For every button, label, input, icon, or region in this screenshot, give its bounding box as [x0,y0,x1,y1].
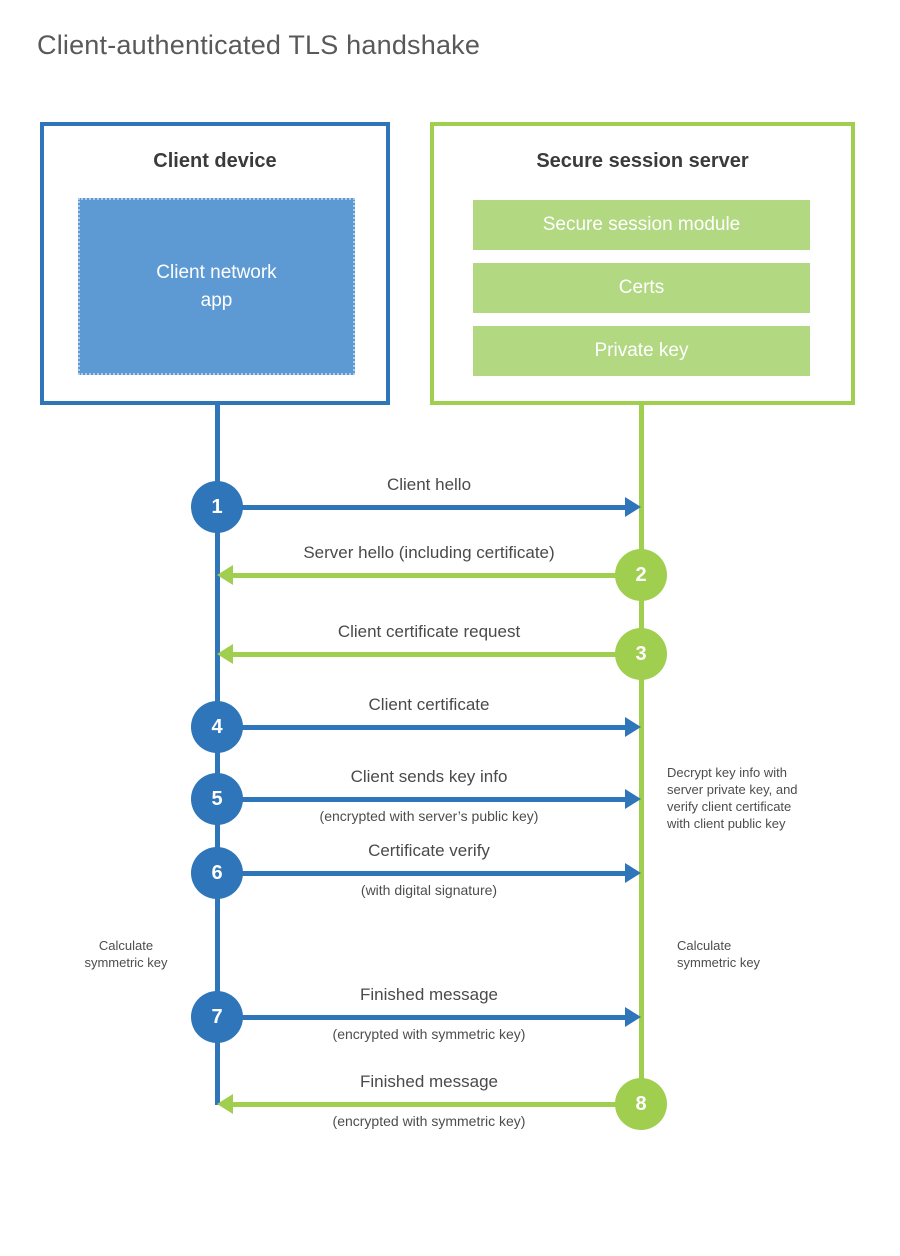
step-number-badge: 8 [615,1078,667,1130]
message-arrow-line [217,1015,625,1020]
message-arrow-line [217,797,625,802]
message-label: Server hello (including certificate) [303,543,555,562]
secure-session-server-box: Secure session server Secure session mod… [430,122,855,405]
message-sublabel: (encrypted with symmetric key) [332,1113,526,1129]
step-number-badge: 3 [615,628,667,680]
message-label: Finished message [360,985,498,1004]
step-number-badge: 4 [191,701,243,753]
step-number-badge: 2 [615,549,667,601]
message-label: Client hello [386,475,472,494]
client-network-app-box: Client network app [78,198,355,375]
arrow-head-right-icon [625,497,641,517]
note-calculate-symmetric-key-server: Calculate symmetric key [677,938,761,970]
message-sublabel: (with digital signature) [360,882,498,898]
message-arrow-line [233,652,641,657]
arrow-head-right-icon [625,789,641,809]
step-number-badge: 1 [191,481,243,533]
message-arrow-line [233,573,641,578]
message-arrow-line [217,725,625,730]
arrow-head-right-icon [625,717,641,737]
message-arrow-line [233,1102,641,1107]
page-title: Client-authenticated TLS handshake [37,30,481,60]
message-label: Client sends key info [350,767,508,786]
server-module-private-key: Private key [473,326,810,376]
message-arrow-line [217,505,625,510]
arrow-head-right-icon [625,1007,641,1027]
secure-session-server-header: Secure session server [536,150,749,172]
step-number-badge: 7 [191,991,243,1043]
note-calculate-symmetric-key-client: Calculate symmetric key [84,938,168,970]
message-arrow-line [217,871,625,876]
message-sublabel: (encrypted with server’s public key) [319,808,539,824]
step-number-badge: 6 [191,847,243,899]
message-label: Certificate verify [368,841,490,860]
server-lifeline [639,405,644,1105]
server-module-certs: Certs [473,263,810,313]
client-lifeline [215,405,220,1105]
message-label: Client certificate [368,695,490,714]
step-number-badge: 5 [191,773,243,825]
message-label: Finished message [360,1072,498,1091]
message-sublabel: (encrypted with symmetric key) [332,1026,526,1042]
server-module-secure-session-module: Secure session module [473,200,810,250]
client-device-box: Client device Client network app [40,122,390,405]
note-decrypt-key-info: Decrypt key info with server private key… [667,765,798,831]
arrow-head-left-icon [217,644,233,664]
arrow-head-left-icon [217,1094,233,1114]
client-device-header: Client device [153,150,277,172]
message-label: Client certificate request [337,622,521,641]
arrow-head-left-icon [217,565,233,585]
arrow-head-right-icon [625,863,641,883]
